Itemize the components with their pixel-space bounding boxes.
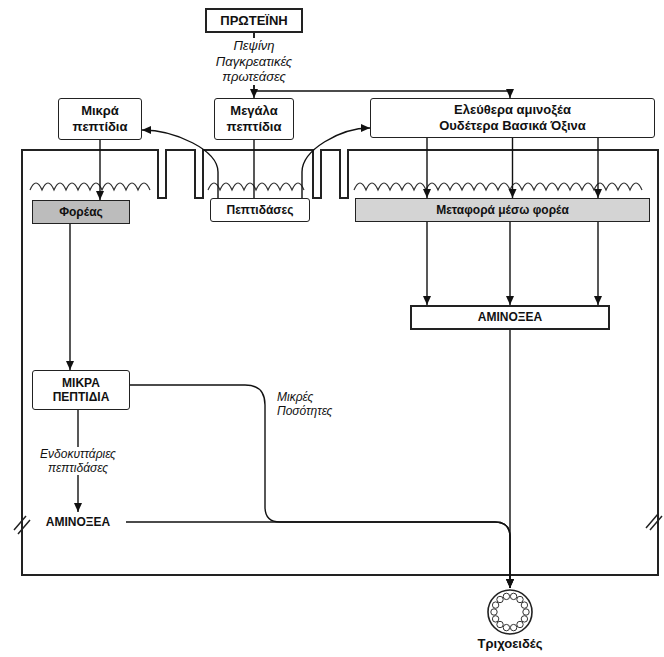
node-text: ΑΜΙΝΟΞΕΑ <box>46 515 110 529</box>
capillary-circle: Τριχοειδές <box>460 588 560 652</box>
flow-arrow <box>100 140 101 200</box>
flow-arrow <box>254 140 255 198</box>
process-box: Μεγάλα πεπτίδια <box>214 98 294 140</box>
process-box: ΑΜΙΝΟΞΕΑ <box>410 305 610 330</box>
break-mark <box>14 516 30 534</box>
flow-arrow <box>510 330 511 588</box>
microvilli <box>354 183 642 190</box>
text-node: ΑΜΙΝΟΞΕΑ <box>30 512 126 532</box>
process-box: ΜΙΚΡΑ ΠΕΠΤΙΔΙΑ <box>32 370 130 410</box>
caption-text: Τριχοειδές <box>478 636 543 652</box>
node-text: Φορέας <box>59 205 103 219</box>
edge-label: Ενδοκυττάριες πεπτιδάσες <box>28 447 128 476</box>
node-text: Μικρά πεπτίδια <box>64 103 136 134</box>
node-text: Ελεύθερα αμινοξέα <box>454 102 571 118</box>
node-text: ΜΙΚΡΑ ΠΕΠΤΙΔΙΑ <box>38 376 124 405</box>
carrier-band: Μεταφορά μέσω φορέα <box>355 198 650 222</box>
node-text: Μεγάλα πεπτίδια <box>220 103 288 134</box>
capillary-outline <box>460 588 560 636</box>
microvilli <box>208 183 304 190</box>
node-text: ΠΡΩΤΕΪΝΗ <box>220 13 287 29</box>
cell-outline <box>22 150 658 575</box>
node-text: Μεταφορά μέσω φορέα <box>436 203 569 217</box>
node-text: Ουδέτερα Βασικά Όξινα <box>439 118 586 134</box>
flow-arrow <box>130 385 510 588</box>
node-text: ΑΜΙΝΟΞΕΑ <box>478 310 542 324</box>
flow-arrow <box>142 130 218 198</box>
process-box: Ελεύθερα αμινοξέαΟυδέτερα Βασικά Όξινα <box>370 98 655 138</box>
edge-label: Μικρές Ποσότητες <box>275 390 359 419</box>
flow-arrow <box>126 522 510 588</box>
microvilli <box>30 183 150 190</box>
flow-arrow <box>427 138 598 198</box>
carrier-box: Φορέας <box>32 200 130 224</box>
edge-label: Πεψίνη Παγκρεατικές πρωτεάσες <box>202 38 306 85</box>
process-box: ΠΡΩΤΕΪΝΗ <box>205 8 303 33</box>
node-text: Πεπτιδάσες <box>226 203 293 217</box>
break-mark <box>646 514 662 530</box>
flow-arrow <box>302 128 370 198</box>
enzyme-box: Πεπτιδάσες <box>210 198 310 222</box>
flow-arrow <box>70 224 71 370</box>
process-box: Μικρά πεπτίδια <box>58 98 142 140</box>
flow-arrow <box>427 222 598 305</box>
